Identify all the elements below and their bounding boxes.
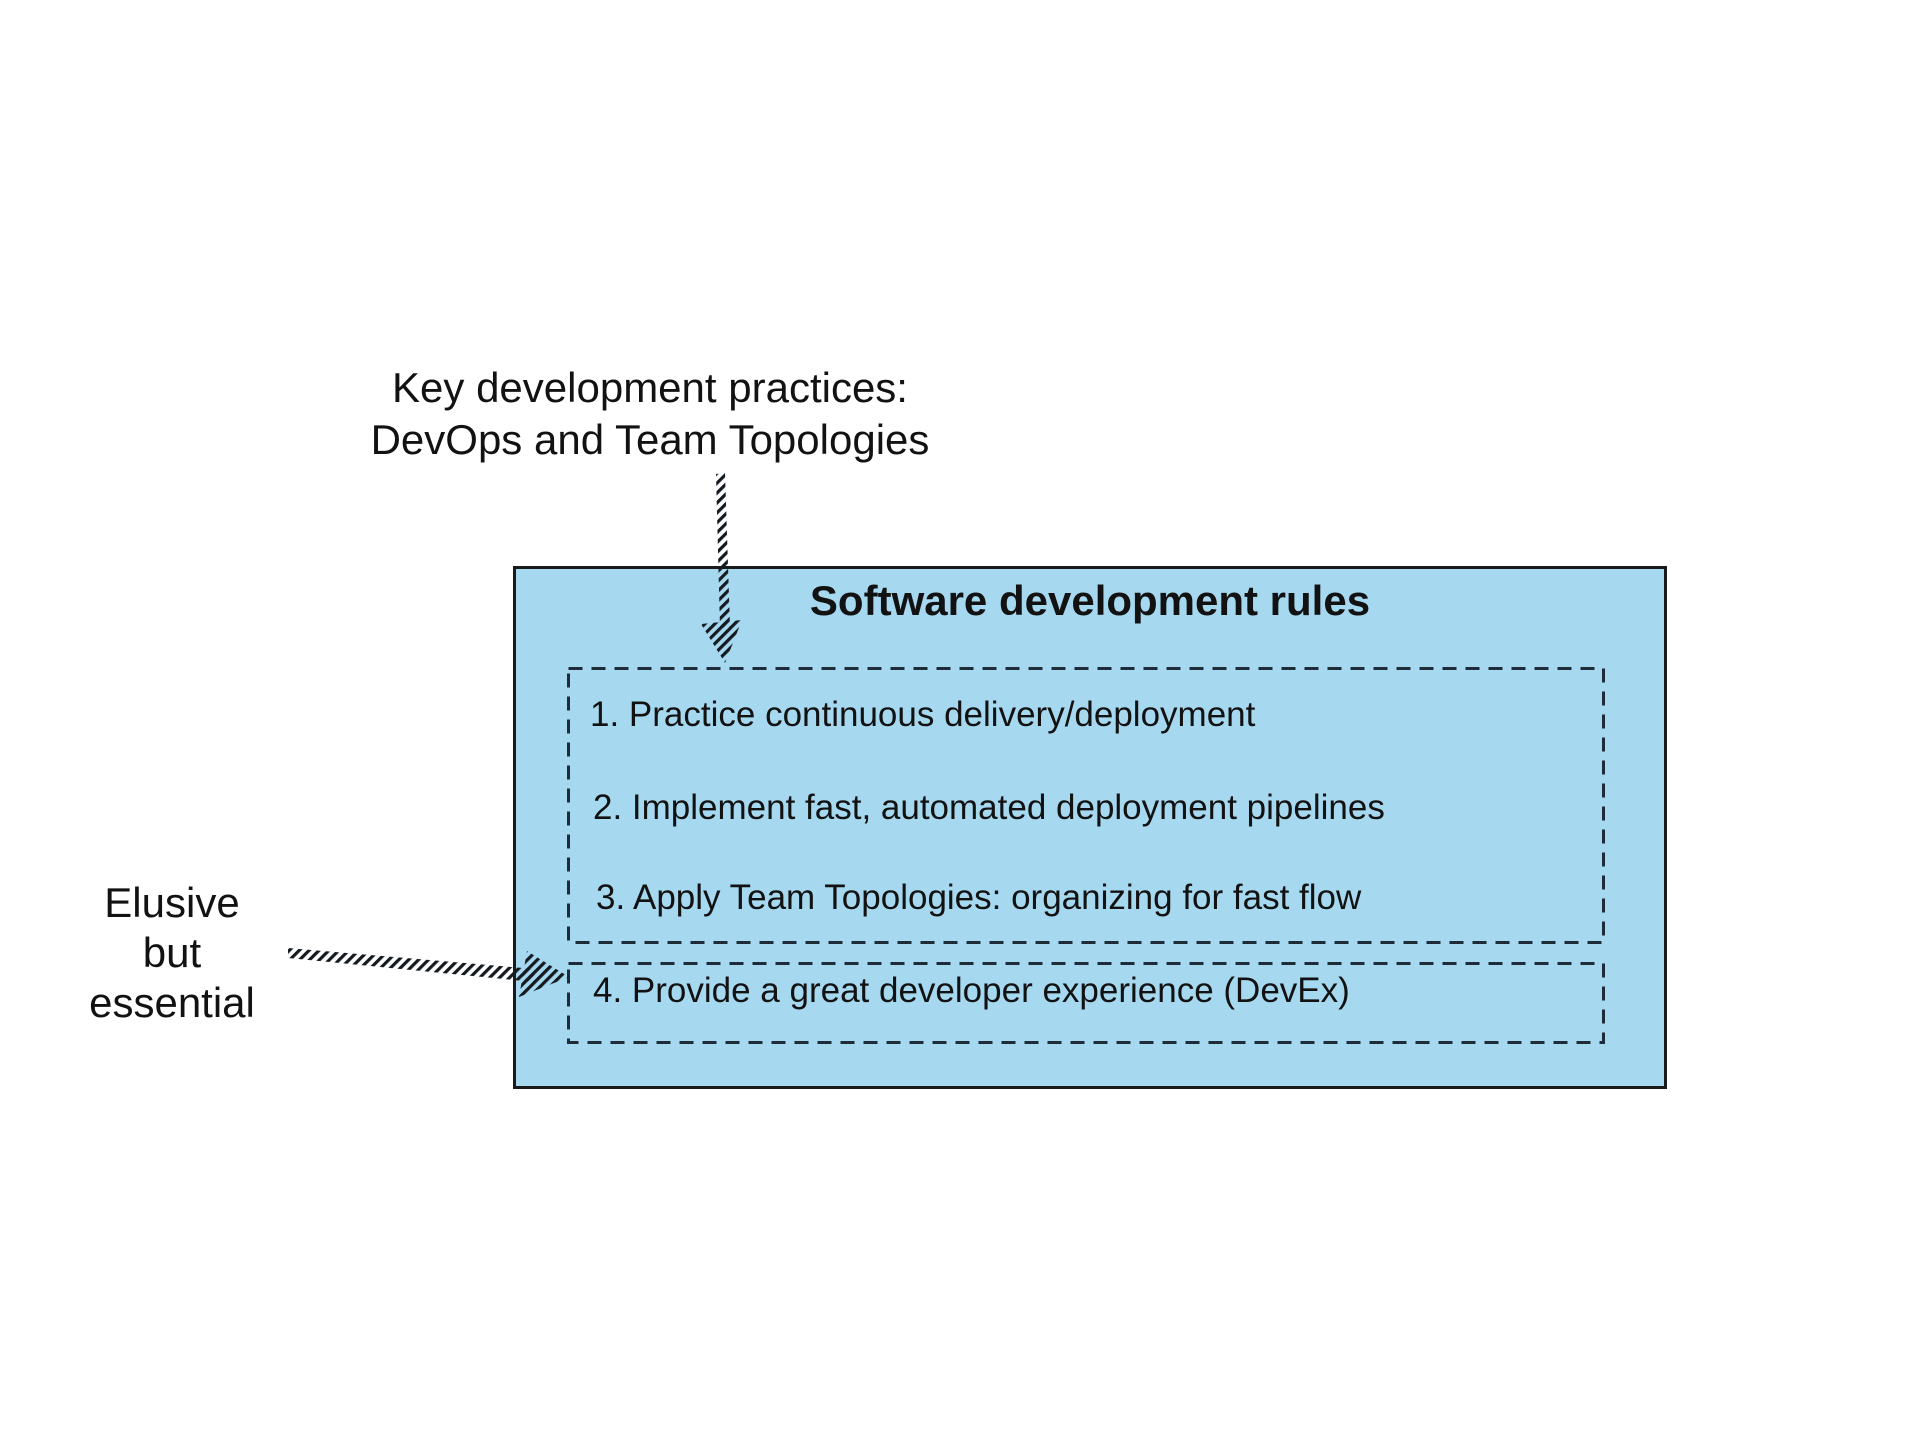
callout-left-line: essential xyxy=(89,979,255,1026)
callout-left-line: Elusive xyxy=(104,879,240,926)
hatched-arrow-right-icon xyxy=(288,948,569,997)
rule-item: 1. Practice continuous delivery/deployme… xyxy=(590,695,1256,734)
callout-left-label: Elusive but essential xyxy=(22,878,322,1028)
rule-item-devex: 4. Provide a great developer experience … xyxy=(593,971,1350,1010)
rules-box xyxy=(513,566,1667,1089)
callout-left-line: but xyxy=(142,929,202,976)
main-rules-dashed-border xyxy=(567,667,1605,944)
rules-box-title: Software development rules xyxy=(809,577,1371,624)
rule-item: 2. Implement fast, automated deployment … xyxy=(593,788,1385,827)
callout-top-line: Key development practices: xyxy=(392,364,908,411)
callout-top-label: Key development practices: DevOps and Te… xyxy=(350,362,950,466)
devex-rule-dashed-border xyxy=(567,962,1605,1044)
hatched-arrow-down-icon xyxy=(701,473,742,663)
rule-item: 3. Apply Team Topologies: organizing for… xyxy=(596,878,1362,917)
callout-top-line: DevOps and Team Topologies xyxy=(370,416,930,463)
